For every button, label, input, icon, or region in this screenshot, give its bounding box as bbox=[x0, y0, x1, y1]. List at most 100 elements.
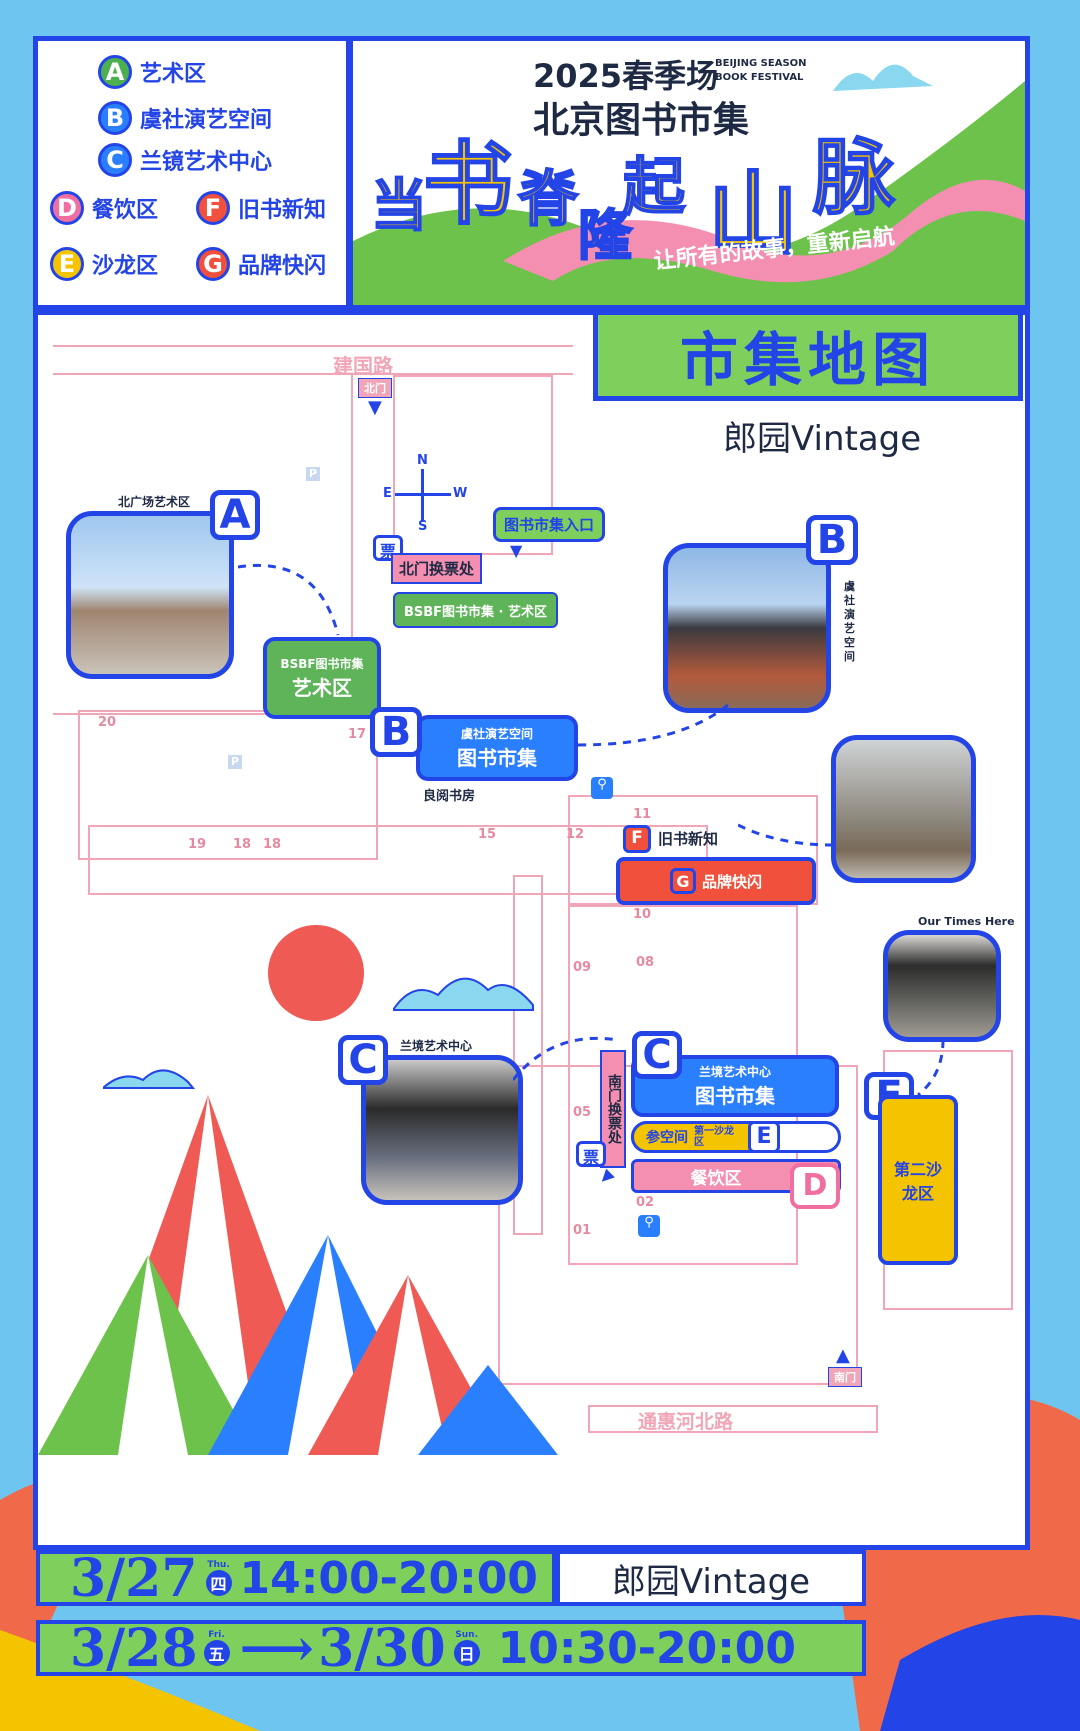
schedule-date-from: 3/28 bbox=[70, 1617, 198, 1679]
parking-icon: P bbox=[306, 467, 320, 481]
cloud-shape bbox=[103, 1069, 196, 1089]
schedule-date-to: 3/30 bbox=[318, 1617, 446, 1679]
marker-c[interactable]: C bbox=[632, 1031, 682, 1079]
venue-name: 郎园Vintage bbox=[723, 419, 922, 459]
arrow-down-icon: ▼ bbox=[368, 397, 382, 418]
restroom-icon: ⚲ bbox=[638, 1215, 660, 1237]
building-outline bbox=[53, 375, 353, 715]
south-gate-label: 南门 bbox=[828, 1367, 862, 1387]
building-outline bbox=[78, 710, 378, 860]
liangyue-bookhouse: 良阅书房 bbox=[423, 789, 476, 804]
building-number: 05 bbox=[573, 1105, 592, 1120]
building-number: 01 bbox=[573, 1223, 592, 1238]
dashed-connector bbox=[578, 703, 729, 747]
bsbf-art-zone-small[interactable]: BSBF图书市集 · 艺术区 bbox=[393, 592, 558, 628]
north-gate-label: 北门 bbox=[358, 378, 392, 398]
building-outline bbox=[513, 875, 543, 1235]
south-ticket-office[interactable]: 南门换票处 bbox=[600, 1050, 626, 1168]
badge-g: G bbox=[196, 247, 230, 281]
compass-icon: N E W S bbox=[383, 453, 468, 534]
ticket-icon: 票 bbox=[576, 1141, 606, 1167]
legend-item-g[interactable]: G 品牌快闪 bbox=[196, 247, 326, 281]
arrow-up-icon: ▲ bbox=[836, 1345, 850, 1366]
legend-label: 餐饮区 bbox=[92, 198, 159, 223]
main-title: 北京图书市集 bbox=[533, 100, 750, 141]
slogan-char: 书 bbox=[422, 131, 514, 238]
market-entrance[interactable]: 图书市集入口 bbox=[493, 507, 606, 542]
building-number: 19 bbox=[188, 837, 207, 852]
building-number: 18 bbox=[263, 837, 282, 852]
schedule-date: 3/27 bbox=[70, 1547, 198, 1609]
road-south-label: 通惠河北路 bbox=[638, 1411, 734, 1433]
b-book-market[interactable]: 虞社演艺空间 图书市集 bbox=[416, 715, 578, 781]
marker-f[interactable]: F bbox=[623, 825, 651, 853]
legend-item-d[interactable]: D 餐饮区 bbox=[50, 191, 158, 225]
f-old-books[interactable]: 旧书新知 bbox=[658, 830, 719, 848]
marker-e-small[interactable]: E bbox=[748, 1121, 780, 1153]
slogan-char: 脉 bbox=[812, 130, 896, 227]
cloud-shape bbox=[393, 977, 534, 1011]
marker-g: G bbox=[669, 868, 696, 894]
legend-item-a[interactable]: A 艺术区 bbox=[98, 55, 206, 89]
building-number: 17 bbox=[348, 727, 367, 742]
marker-b[interactable]: B bbox=[370, 707, 422, 757]
building-number: 10 bbox=[633, 907, 652, 922]
badge-e: E bbox=[50, 247, 84, 281]
badge-f: F bbox=[196, 191, 230, 225]
building-number: 08 bbox=[636, 955, 655, 970]
photo-b-caption: 虞社演艺空间 bbox=[844, 580, 855, 663]
sun-shape bbox=[268, 925, 364, 1021]
road-north-label: 建国路 bbox=[333, 354, 393, 378]
slogan-char: 隆 bbox=[577, 203, 633, 268]
slogan-char: 脊 bbox=[517, 164, 579, 236]
building-number: 18 bbox=[233, 837, 252, 852]
north-ticket-office[interactable]: 北门换票处 bbox=[391, 553, 483, 584]
legend-label: 虞社演艺空间 bbox=[140, 108, 273, 133]
photo-c-caption: 兰境艺术中心 bbox=[400, 1039, 473, 1053]
legend-label: 沙龙区 bbox=[92, 254, 159, 279]
photo-c-lanjing bbox=[361, 1055, 523, 1205]
legend-label: 兰镜艺术中心 bbox=[140, 150, 273, 175]
photo-b-yushe bbox=[663, 543, 831, 713]
building-number: 20 bbox=[98, 715, 117, 730]
legend-item-b[interactable]: B 虞社演艺空间 bbox=[98, 101, 272, 135]
marker-d[interactable]: D bbox=[790, 1163, 840, 1209]
legend-label: 艺术区 bbox=[140, 62, 207, 87]
photo-a-art-plaza bbox=[66, 511, 234, 679]
schedule-time: 10:30-20:00 bbox=[497, 1622, 797, 1674]
building-number: 15 bbox=[478, 827, 497, 842]
slogan-char: 起 bbox=[622, 149, 686, 224]
legend-label: 旧书新知 bbox=[238, 198, 327, 223]
e-first-salon[interactable]: 参空间 第一沙龙区 bbox=[631, 1121, 771, 1153]
schedule-time: 14:00-20:00 bbox=[239, 1552, 538, 1604]
photo-e-caption: Our Times Here bbox=[918, 915, 1015, 928]
schedule-row-1: 3/27 Thu. 四 14:00-20:00 bbox=[36, 1547, 556, 1609]
building-number: 02 bbox=[636, 1195, 655, 1210]
building-number: 12 bbox=[566, 827, 585, 842]
marker-a[interactable]: A bbox=[210, 490, 260, 540]
dashed-connector bbox=[738, 823, 834, 847]
mountain-illustration bbox=[38, 1095, 558, 1455]
legend-item-f[interactable]: F 旧书新知 bbox=[196, 191, 326, 225]
marker-b-photo[interactable]: B bbox=[806, 515, 858, 565]
slogan-char: 山 bbox=[707, 161, 799, 268]
schedule-venue: 郎园Vintage bbox=[556, 1550, 866, 1606]
photo-a-caption: 北广场艺术区 bbox=[118, 495, 191, 509]
dashed-connector bbox=[238, 563, 340, 636]
g-brand-popup[interactable]: G 品牌快闪 bbox=[616, 857, 816, 905]
slogan-char: 当 bbox=[370, 173, 428, 240]
schedule-row-2: 3/28 Fri. 五 ⟶ 3/30 Sun. 日 10:30-20:00 bbox=[36, 1617, 866, 1679]
legend-item-c[interactable]: C 兰镜艺术中心 bbox=[98, 143, 272, 177]
e-second-salon[interactable]: 第二沙龙区 bbox=[878, 1095, 958, 1265]
legend-item-e[interactable]: E 沙龙区 bbox=[50, 247, 158, 281]
bsbf-art-zone[interactable]: BSBF图书市集 艺术区 bbox=[263, 637, 381, 719]
dashed-connector bbox=[917, 1040, 945, 1097]
badge-c: C bbox=[98, 143, 132, 177]
hill-illustration bbox=[353, 64, 1025, 305]
photo-f-building bbox=[831, 735, 976, 883]
legend-label: 品牌快闪 bbox=[238, 254, 327, 279]
year-title: 2025春季场 bbox=[533, 57, 719, 95]
marker-c-photo[interactable]: C bbox=[338, 1035, 388, 1085]
badge-a: A bbox=[98, 55, 132, 89]
